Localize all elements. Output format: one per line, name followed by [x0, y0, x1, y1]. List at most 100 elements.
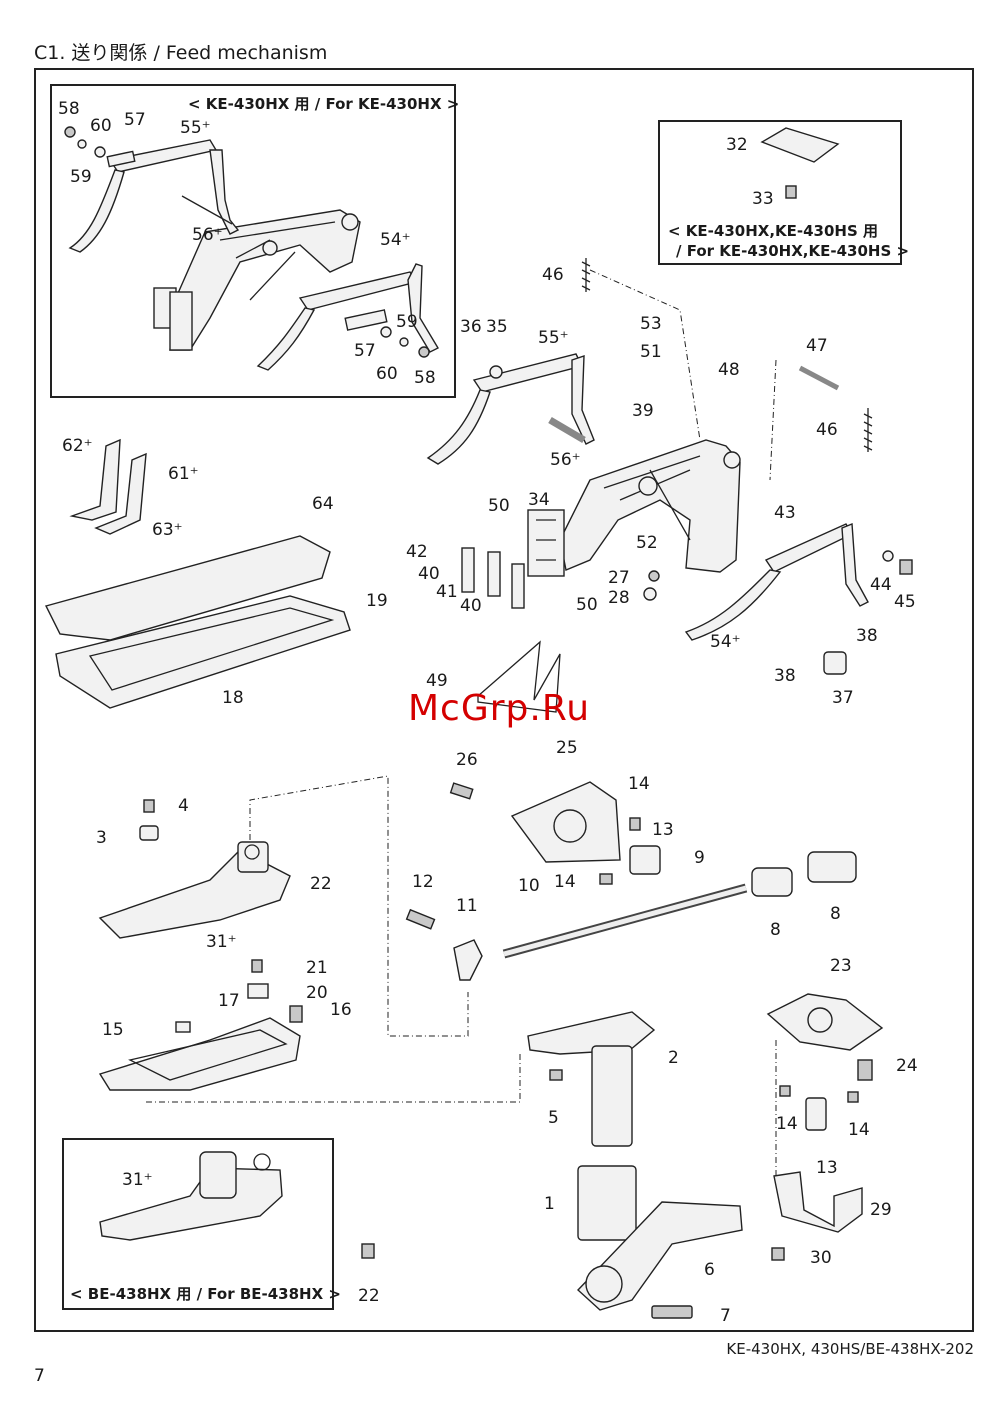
part-label: 32	[726, 135, 748, 155]
part-label: 37	[832, 688, 854, 708]
part-label: 25	[556, 738, 578, 758]
cover-plates-drawing	[44, 438, 351, 709]
part-label: 6	[704, 1260, 715, 1280]
part-label: 20	[306, 983, 328, 1003]
part-label: 28	[608, 588, 630, 608]
part-label: 14	[628, 774, 650, 794]
diagram-frame	[34, 68, 974, 1332]
footer-model-code: KE-430HX, 430HS/BE-438HX-202	[726, 1340, 974, 1358]
part-label: 21	[306, 958, 328, 978]
part-label: 42	[406, 542, 428, 562]
part-label: 58	[58, 99, 80, 119]
inset-plate-drawing	[760, 127, 840, 199]
part-label: 44	[870, 575, 892, 595]
part-label: 9	[694, 848, 705, 868]
part-label: 57	[354, 341, 376, 361]
part-label: 4	[178, 796, 189, 816]
part-label: 49	[426, 671, 448, 691]
part-label: 47	[806, 336, 828, 356]
part-label: 55⁺	[538, 328, 569, 348]
part-label: 5	[548, 1108, 559, 1128]
part-label: 41	[436, 582, 458, 602]
feed-plates-drawing	[98, 775, 521, 1103]
part-label: 1	[544, 1194, 555, 1214]
part-label: 23	[830, 956, 852, 976]
part-label: 3	[96, 828, 107, 848]
inset-title-ke430hx-hs-2: / For KE-430HX,KE-430HS >	[676, 242, 910, 260]
right-plate-drawing	[766, 993, 884, 1261]
part-label: 43	[774, 503, 796, 523]
part-label: 13	[816, 1158, 838, 1178]
part-label: 38	[856, 626, 878, 646]
part-label: 19	[366, 591, 388, 611]
part-label: 26	[456, 750, 478, 770]
part-label: 14	[848, 1120, 870, 1140]
part-label: 31⁺	[206, 932, 237, 952]
inset-be438hx-drawing	[99, 1151, 375, 1259]
feed-bracket-drawing	[426, 258, 913, 713]
part-label: 17	[218, 991, 240, 1011]
part-label: 7	[720, 1306, 731, 1326]
lower-shaft-drawing	[527, 1011, 743, 1319]
part-label: 38	[774, 666, 796, 686]
part-label: 12	[412, 872, 434, 892]
part-label: 56⁺	[192, 225, 223, 245]
part-label: 40	[418, 564, 440, 584]
part-label: 35	[486, 317, 508, 337]
part-label: 34	[528, 490, 550, 510]
shaft-assembly-drawing	[405, 781, 857, 981]
part-label: 14	[776, 1114, 798, 1134]
part-label: 63⁺	[152, 520, 183, 540]
part-label: 45	[894, 592, 916, 612]
part-label: 36	[460, 317, 482, 337]
part-label: 46	[816, 420, 838, 440]
part-label: 29	[870, 1200, 892, 1220]
part-label: 59	[70, 167, 92, 187]
inset-feed-frame-drawing	[64, 126, 439, 371]
part-label: 58	[414, 368, 436, 388]
part-label: 30	[810, 1248, 832, 1268]
part-label: 13	[652, 820, 674, 840]
part-label: 22	[310, 874, 332, 894]
part-label: 55⁺	[180, 118, 211, 138]
watermark: McGrp.Ru	[408, 688, 591, 729]
part-label: 62⁺	[62, 436, 93, 456]
part-label: 2	[668, 1048, 679, 1068]
part-label: 57	[124, 110, 146, 130]
part-label: 61⁺	[168, 464, 199, 484]
inset-title-ke430hx: < KE-430HX 用 / For KE-430HX >	[188, 95, 460, 113]
part-label: 48	[718, 360, 740, 380]
part-label: 59	[396, 312, 418, 332]
part-label: 54⁺	[710, 632, 741, 652]
part-label: 27	[608, 568, 630, 588]
part-label: 46	[542, 265, 564, 285]
part-label: 51	[640, 342, 662, 362]
inset-title-be438hx: < BE-438HX 用 / For BE-438HX >	[70, 1285, 341, 1303]
page-title: C1. 送り関係 / Feed mechanism	[34, 42, 328, 64]
part-label: 60	[90, 116, 112, 136]
part-label: 40	[460, 596, 482, 616]
inset-title-ke430hx-hs-1: < KE-430HX,KE-430HS 用	[668, 222, 879, 240]
part-label: 14	[554, 872, 576, 892]
part-label: 39	[632, 401, 654, 421]
part-label: 50	[488, 496, 510, 516]
page-number: 7	[34, 1366, 45, 1386]
part-label: 60	[376, 364, 398, 384]
part-label: 56⁺	[550, 450, 581, 470]
part-label: 8	[830, 904, 841, 924]
part-label: 52	[636, 533, 658, 553]
part-label: 11	[456, 896, 478, 916]
part-label: 33	[752, 189, 774, 209]
part-label: 15	[102, 1020, 124, 1040]
part-label: 54⁺	[380, 230, 411, 250]
part-label: 10	[518, 876, 540, 896]
part-label: 8	[770, 920, 781, 940]
part-label: 18	[222, 688, 244, 708]
part-label: 16	[330, 1000, 352, 1020]
part-label: 24	[896, 1056, 918, 1076]
part-label: 22	[358, 1286, 380, 1306]
part-label: 50	[576, 595, 598, 615]
part-label: 53	[640, 314, 662, 334]
part-label: 31⁺	[122, 1170, 153, 1190]
